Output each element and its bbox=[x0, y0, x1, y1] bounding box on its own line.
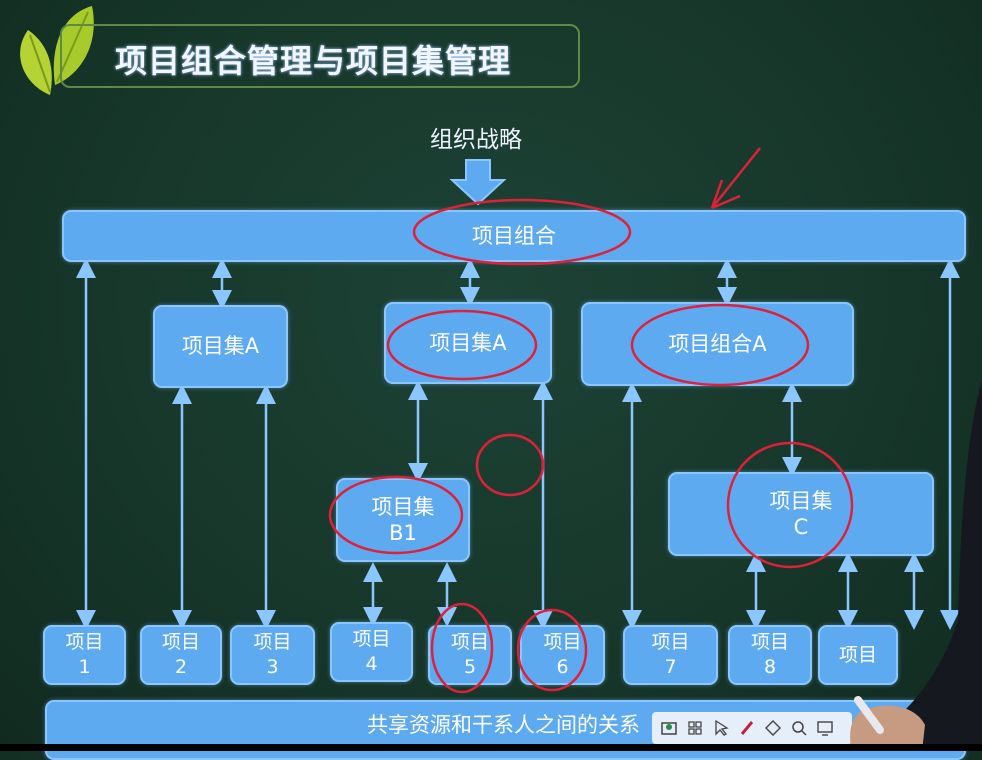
program-a-box: 项目集A bbox=[153, 305, 288, 388]
project-number: 7 bbox=[664, 656, 677, 678]
project-number: 8 bbox=[763, 656, 777, 678]
shared-resources-label: 共享资源和干系人之间的关系 bbox=[367, 713, 640, 737]
program-c-label: 项目集 bbox=[769, 488, 833, 513]
presentation-toolbar[interactable] bbox=[652, 712, 852, 744]
project-label: 项目 bbox=[750, 631, 789, 654]
search-icon[interactable] bbox=[790, 719, 808, 737]
pointer-pen bbox=[854, 696, 884, 734]
presenter-silhouette bbox=[900, 380, 982, 751]
project-label: 项目 bbox=[65, 631, 104, 654]
project-number: 2 bbox=[174, 656, 188, 678]
project-label: 项目 bbox=[161, 631, 200, 654]
project-number: 4 bbox=[365, 653, 378, 675]
video-bottom-bar bbox=[0, 744, 982, 751]
project-number: 1 bbox=[78, 656, 91, 678]
page-title: 项目组合管理与项目集管理 bbox=[115, 42, 512, 80]
program-a-label: 项目集A bbox=[181, 334, 260, 359]
project-label: 项目 bbox=[838, 643, 877, 666]
annotation-circle bbox=[726, 441, 854, 569]
project-box-9: 项目 bbox=[818, 625, 898, 685]
project-label: 项目 bbox=[450, 631, 489, 654]
strategy-arrow-icon bbox=[449, 159, 507, 206]
program-b1-label: 项目集 bbox=[371, 494, 435, 519]
pointer-icon[interactable] bbox=[712, 719, 730, 737]
program-b1-code: B1 bbox=[389, 521, 417, 545]
annotation-circle bbox=[412, 198, 632, 266]
strategy-label: 组织战略 bbox=[430, 127, 522, 153]
annotation-circle bbox=[386, 309, 538, 381]
program-c-code: C bbox=[793, 515, 809, 539]
program-a2-box: 项目集A bbox=[384, 302, 552, 384]
sub-portfolio-a-label: 项目组合A bbox=[668, 331, 767, 356]
pen-icon[interactable] bbox=[738, 719, 756, 737]
annotation-circle bbox=[430, 602, 494, 694]
annotation-circle bbox=[516, 608, 588, 692]
annotation-circle bbox=[630, 303, 810, 387]
grid-icon[interactable] bbox=[686, 719, 704, 737]
sub-portfolio-a-box: 项目组合A bbox=[581, 302, 854, 386]
annotation-circle bbox=[475, 433, 545, 497]
project-label: 项目 bbox=[253, 631, 292, 654]
program-a2-label: 项目集A bbox=[429, 330, 507, 355]
title-frame bbox=[60, 24, 580, 88]
eraser-icon[interactable] bbox=[764, 719, 782, 737]
annotation-circle bbox=[328, 475, 464, 555]
screen-icon[interactable] bbox=[816, 719, 834, 737]
project-number: 6 bbox=[556, 656, 569, 678]
whiteboard-icon[interactable] bbox=[660, 719, 678, 737]
annotation-arrow bbox=[710, 147, 761, 210]
portfolio-label: 项目组合 bbox=[472, 223, 556, 248]
project-label: 项目 bbox=[651, 631, 690, 654]
portfolio-box: 项目组合 bbox=[62, 210, 966, 262]
project-number: 3 bbox=[266, 656, 279, 678]
project-label: 项目 bbox=[543, 631, 582, 654]
project-number: 5 bbox=[463, 656, 477, 678]
project-label: 项目 bbox=[352, 628, 391, 651]
